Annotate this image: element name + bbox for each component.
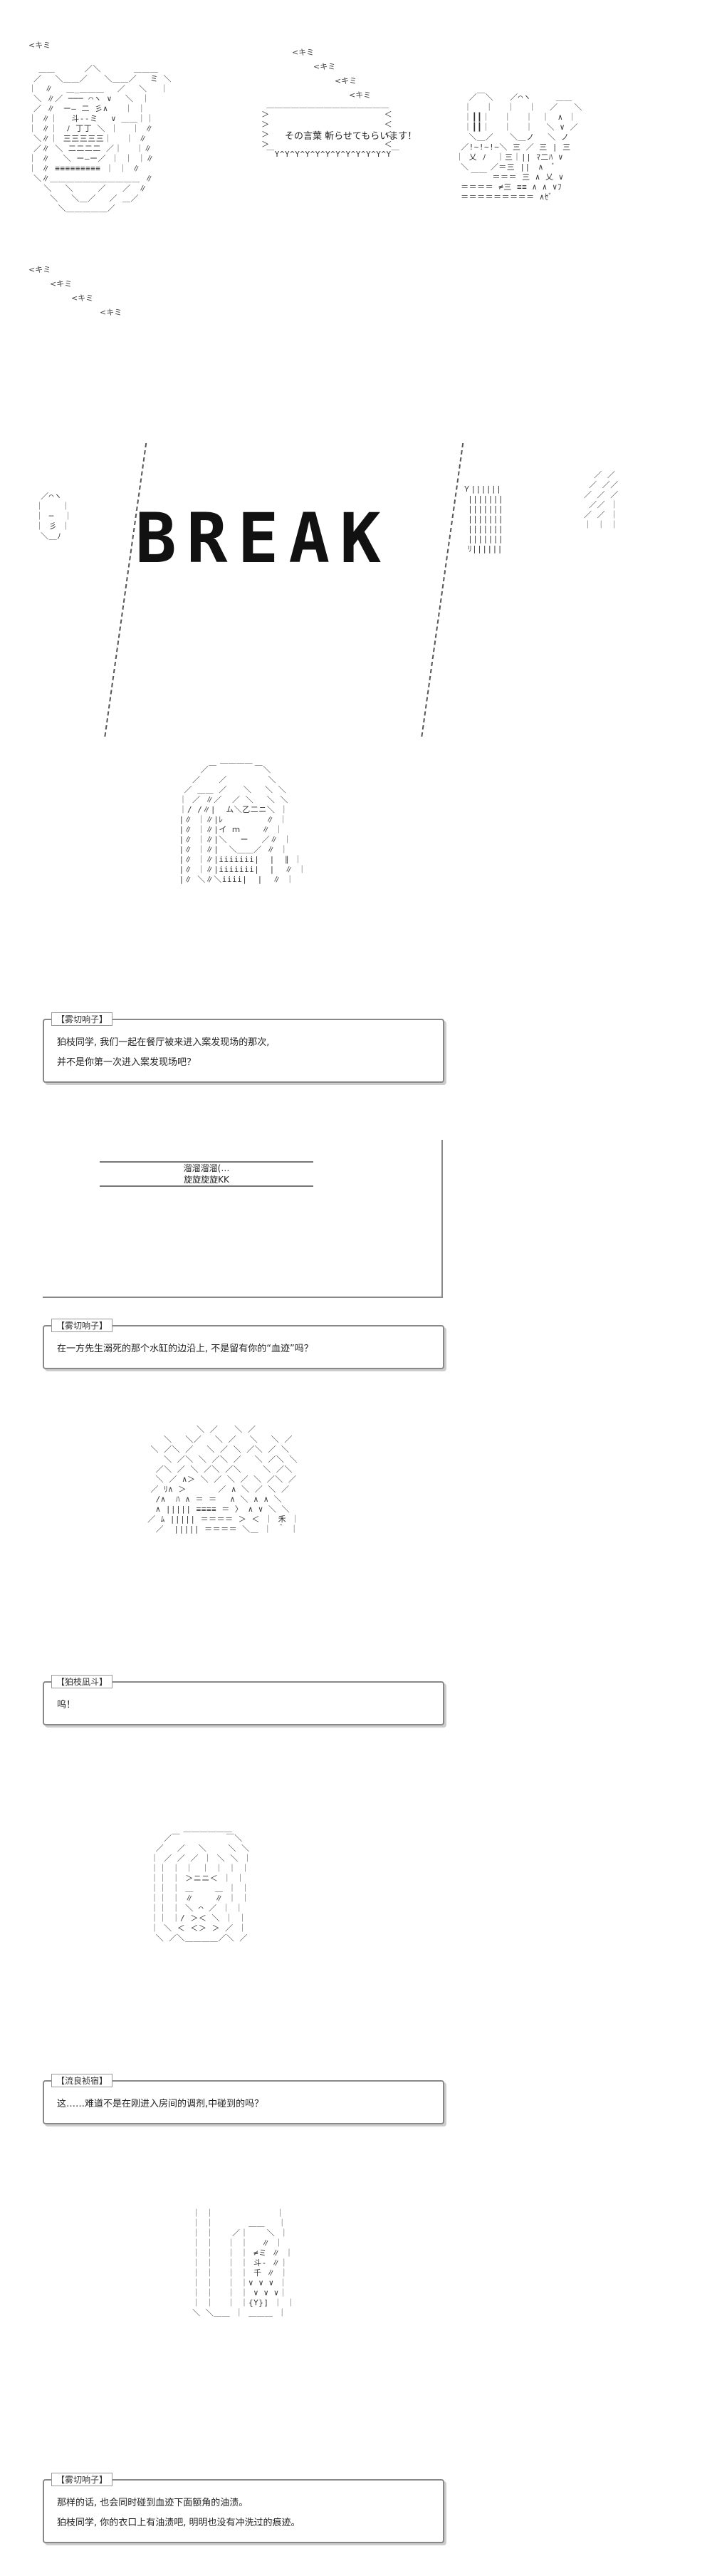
dialogue-line: 狛枝同学, 你的衣口上有油渍吧, 明明也没有冲洗过的痕迹。 (57, 2518, 300, 2528)
panel-1: ＿＿ ／＼ ＿＿＿ ／ ＼＿＿／ ＼＿＿／ ミ ＼ ｜ ∥ ＿_＿＿＿ ／ ＼ … (28, 41, 684, 321)
dialogue-line: 呜！ (57, 1700, 76, 1710)
speech-bubble-frame: ＿＿＿＿＿＿＿＿＿＿＿＿＿＿＿ ＞ ＜ ＞ ＜ ＞ ＜ ＞ ＜ ￣Y^Y^Y^Y… (261, 100, 400, 159)
speaker-name: 【雾切响子】 (51, 2473, 113, 2486)
dialogue-box-1: 【雾切响子】 狛枝同学, 我们一起在餐厅被来进入案发现场的那次, 并不是你第一次… (43, 1012, 444, 1083)
kimi-label-9: <キミ (100, 308, 122, 317)
dialogue-line: 在一方先生溺死的那个水缸的边沿上, 不是留有你的“血迹”吗？ (57, 1344, 313, 1354)
panel-5: ＼ ／ ＼ ／ ＼ ＼／ ＼ ／ ＼ ＼ ／ ＼ ／＼ ／ ＼ ／ ＼ ／＼ ／… (28, 1425, 684, 1745)
panel-6: ＿＿＿＿＿＿ ／￣ ￣＼ ／ ／ ＼ ＼ ＼ ｜ ／ ／ ／ ｜ ＼ ＼ ｜ ｜… (28, 1824, 684, 2130)
dialogue-line: 这……难道不是在刚进入房间的调剂,中碰到的吗？ (57, 2099, 264, 2109)
ascii-art-girl: ＿＿＿＿＿＿ ／￣ ￣＼ ／ ／ ＼ ＼ ＼ ｜ ／ ／ ／ ｜ ＼ ＼ ｜ ｜… (150, 1824, 252, 1943)
ascii-art-kirigiri-1: ＿＿＿＿ ／￣ ￣＼ ／ ／ ＼ ／ ＿＿ ／ ＼ ＼ ＼ ｜ ／ ∥／ ／ ＼… (179, 755, 307, 884)
dialogue-box-4: 【流良祯宿】 这……难道不是在刚进入房间的调剂,中碰到的吗？ (43, 2074, 444, 2124)
ascii-art-komaeda: ＼ ／ ＼ ／ ＼ ＼／ ＼ ／ ＼ ＼ ／ ＼ ／＼ ／ ＼ ／ ＼ ／＼ ／… (147, 1425, 300, 1534)
kimi-label-2: <キミ (313, 62, 336, 71)
caption-line: 溜溜溜溜(… (183, 1163, 230, 1173)
ascii-art-break-right: Ｙ|||||| ||||||| ||||||| ||||||| ||||||| … (463, 484, 503, 554)
dialogue-line: 狛枝同学, 我们一起在餐厅被来进入案发现场的那次, (57, 1037, 270, 1048)
break-word: BREAK (135, 499, 391, 578)
caption-line: 旋旋旋旋KK (184, 1175, 229, 1185)
kimi-label-6: <キミ (28, 265, 51, 274)
ascii-art-figure-right: ／￣＼ ／⌒ヽ ＿＿ ｜ ｜ ｜ ｜ ／ ＼ ｜┃┃｜ ｜ ｜ ｜ ∧ ｜ ｜┃… (456, 93, 582, 202)
speaker-name: 【狛枝凪斗】 (51, 1675, 113, 1688)
speaker-name: 【雾切响子】 (51, 1319, 113, 1332)
dialogue-line: 并不是你第一次进入案发现场吧？ (57, 1057, 197, 1068)
speech-line: その言葉 斬らせてもらいます！ (285, 131, 417, 142)
kimi-label-3: <キミ (335, 76, 357, 85)
ascii-art-figure-left: ＿＿ ／＼ ＿＿＿ ／ ＼＿＿／ ＼＿＿／ ミ ＼ ｜ ∥ ＿_＿＿＿ ／ ＼ … (28, 64, 172, 213)
speaker-name: 【雾切响子】 (51, 1012, 113, 1026)
ascii-art-break-far-right: ／ ／ ／ ／／ ／ ／ ／ ／／ ｜ ／ ／ ｜ ｜ ｜ ｜ (584, 470, 619, 529)
kimi-label-8: <キミ (71, 294, 94, 303)
ascii-art-kirigiri-2: ｜ ｜ ｜ ｜ ｜ ＿＿ ｜ ｜ ｜ ／｜ ＼ ｜ ｜ ｜ ｜ ｜ ∥ ｜ ｜ … (192, 2208, 295, 2317)
kimi-label-7: <キミ (50, 279, 73, 289)
kimi-label-1: <キミ (292, 48, 315, 57)
speech-bubble-text: その言葉 斬らせてもらいます！ (285, 130, 470, 144)
panel-3: ＿＿＿＿ ／￣ ￣＼ ／ ／ ＼ ／ ＿＿ ／ ＼ ＼ ＼ ｜ ／ ∥／ ／ ＼… (28, 755, 684, 1111)
dialogue-line: 那样的话, 也会同时碰到血迹下面额角的油渍。 (57, 2498, 248, 2508)
panel-4: 溜溜溜溜(… 旋旋旋旋KK 【雾切响子】 在一方先生溺死的那个水缸的边沿上, 不… (28, 1140, 684, 1411)
dialogue-box-5: 【雾切响子】 那样的话, 也会同时碰到血迹下面额角的油渍。 狛枝同学, 你的衣口… (43, 2473, 444, 2543)
ascii-art-break-left: ／⌒ヽ ｜ ｜ ｜ ─ ｜ ｜ 彡 ｜ ＼＿ﾉ (36, 492, 73, 541)
panel-2: ／⌒ヽ ｜ ｜ ｜ ─ ｜ ｜ 彡 ｜ ＼＿ﾉ BREAK Ｙ|||||| ||… (28, 442, 684, 741)
caption-box: 溜溜溜溜(… 旋旋旋旋KK (100, 1161, 313, 1187)
kimi-label-4: <キミ (349, 90, 372, 100)
dialogue-box-3: 【狛枝凪斗】 呜！ (43, 1675, 444, 1725)
caption-frame (43, 1140, 443, 1298)
dialogue-box-2: 【雾切响子】 在一方先生溺死的那个水缸的边沿上, 不是留有你的“血迹”吗？ (43, 1319, 444, 1369)
speaker-name: 【流良祯宿】 (51, 2074, 113, 2087)
kimi-label-5: <キミ (28, 41, 51, 50)
break-slash-right (420, 442, 464, 740)
panel-7: ｜ ｜ ｜ ｜ ｜ ＿＿ ｜ ｜ ｜ ／｜ ＼ ｜ ｜ ｜ ｜ ｜ ∥ ｜ ｜ … (28, 2208, 684, 2565)
